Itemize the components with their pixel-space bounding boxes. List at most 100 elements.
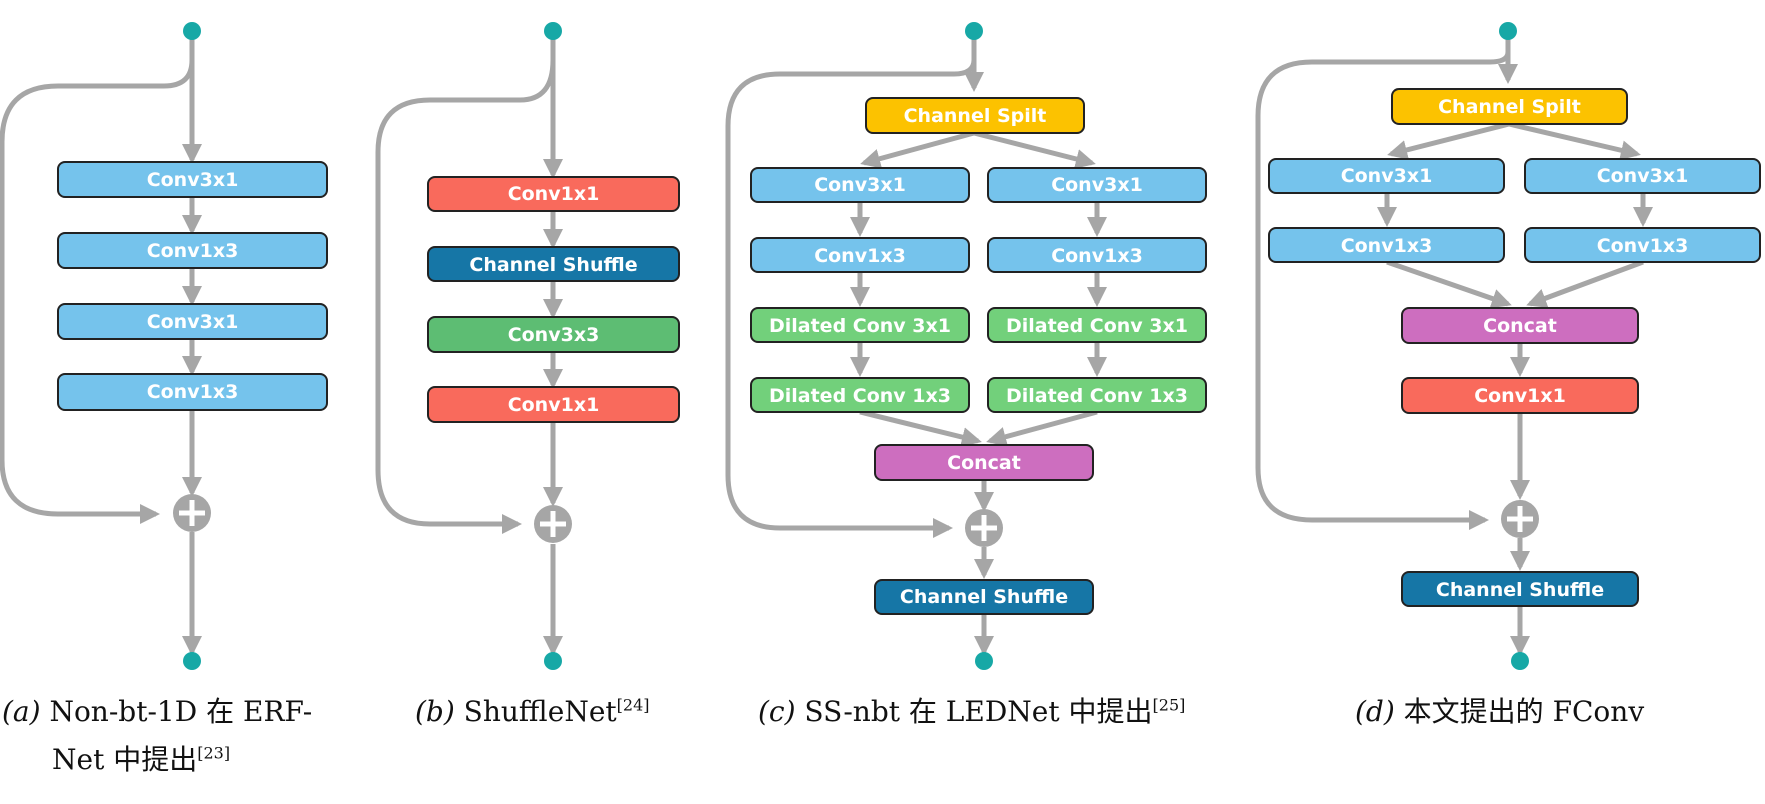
- caption-a-line1: (a) Non-bt-1D 在 ERF-: [2, 692, 312, 732]
- node-dilated-conv3x1-left: Dilated Conv 3x1: [750, 307, 970, 343]
- svg-text:Conv3x1: Conv3x1: [147, 169, 239, 191]
- reference: [25]: [1152, 695, 1186, 715]
- node-concat: Concat: [874, 444, 1094, 481]
- svg-text:Conv3x1: Conv3x1: [147, 311, 239, 333]
- svg-text:Conv1x3: Conv1x3: [147, 240, 239, 262]
- input-dot: [965, 22, 983, 40]
- svg-text:Dilated Conv 1x3: Dilated Conv 1x3: [1006, 385, 1188, 407]
- arrow: [859, 409, 982, 447]
- arrow: [860, 130, 975, 169]
- node-conv3x1-right: Conv3x1: [1524, 158, 1761, 194]
- node-conv1x1: Conv1x1: [427, 176, 680, 212]
- node-conv3x1: Conv3x1: [57, 303, 328, 340]
- node-conv1x3-right: Conv1x3: [987, 237, 1207, 273]
- node-conv1x3: Conv1x3: [57, 373, 328, 411]
- node-conv3x1-left: Conv3x1: [1268, 158, 1505, 194]
- caption-letter: (d): [1355, 695, 1395, 728]
- svg-text:Concat: Concat: [947, 452, 1021, 474]
- arrow: [986, 409, 1098, 447]
- caption-letter: (c): [758, 695, 796, 728]
- skip-connection: [725, 59, 977, 538]
- input-dot: [544, 22, 562, 40]
- svg-text:Conv1x1: Conv1x1: [508, 183, 600, 205]
- node-channel-shuffle: Channel Shuffle: [874, 579, 1094, 615]
- node-dilated-conv3x1-right: Dilated Conv 3x1: [987, 307, 1207, 343]
- svg-text:Conv3x3: Conv3x3: [508, 324, 600, 346]
- node-channel-shuffle: Channel Shuffle: [427, 246, 680, 282]
- node-channel-split: Channel Spilt: [1391, 88, 1628, 125]
- svg-text:Conv1x3: Conv1x3: [1597, 235, 1689, 257]
- svg-text:Conv1x3: Conv1x3: [1341, 235, 1433, 257]
- node-conv1x1: Conv1x1: [1401, 377, 1639, 414]
- caption-letter: (b): [415, 695, 455, 728]
- node-conv3x1: Conv3x1: [57, 161, 328, 198]
- arrow: [1508, 121, 1641, 161]
- svg-text:Channel Shuffle: Channel Shuffle: [900, 586, 1068, 608]
- arrow: [1387, 121, 1510, 160]
- caption-a: (a) Non-bt-1D 在 ERF- Net 中提出[23]: [2, 692, 312, 780]
- diagram-c: [725, 31, 1107, 656]
- output-dot: [1511, 652, 1529, 670]
- arrow: [1386, 259, 1512, 309]
- svg-text:Conv1x3: Conv1x3: [147, 381, 239, 403]
- node-conv3x1-left: Conv3x1: [750, 167, 970, 203]
- reference: [23]: [197, 743, 231, 763]
- svg-text:Conv1x1: Conv1x1: [1474, 385, 1566, 407]
- node-conv1x3-left: Conv1x3: [750, 237, 970, 273]
- add-operator: [534, 505, 572, 543]
- arrow: [973, 130, 1096, 169]
- diagram-a: [0, 31, 202, 656]
- caption-text: SS-nbt 在 LEDNet 中提出: [795, 695, 1153, 728]
- diagram-b: [375, 31, 563, 656]
- add-operator: [965, 509, 1003, 547]
- svg-text:Channel Spilt: Channel Spilt: [1438, 96, 1581, 118]
- skip-connection: [1255, 51, 1511, 530]
- input-dot: [1499, 22, 1517, 40]
- svg-text:Conv1x3: Conv1x3: [814, 245, 906, 267]
- node-conv1x3-left: Conv1x3: [1268, 227, 1505, 263]
- node-dilated-conv1x3-right: Dilated Conv 1x3: [987, 377, 1207, 413]
- input-dot: [183, 22, 201, 40]
- node-conv1x1: Conv1x1: [427, 386, 680, 423]
- svg-text:Channel Shuffle: Channel Shuffle: [1436, 579, 1604, 601]
- svg-text:Conv1x3: Conv1x3: [1051, 245, 1143, 267]
- caption-text: 本文提出的 FConv: [1394, 695, 1645, 728]
- diagram-d: [1255, 31, 1653, 656]
- caption-text: ShuffleNet: [454, 695, 617, 728]
- output-dot: [975, 652, 993, 670]
- caption-d: (d) 本文提出的 FConv: [1355, 692, 1644, 732]
- caption-b: (b) ShuffleNet[24]: [415, 692, 650, 732]
- caption-text: Net 中提出: [52, 743, 198, 776]
- add-operator: [1501, 500, 1539, 538]
- add-operator: [173, 494, 211, 532]
- node-dilated-conv1x3-left: Dilated Conv 1x3: [750, 377, 970, 413]
- svg-text:Dilated Conv 3x1: Dilated Conv 3x1: [769, 315, 951, 337]
- svg-text:Dilated Conv 3x1: Dilated Conv 3x1: [1006, 315, 1188, 337]
- svg-text:Channel Shuffle: Channel Shuffle: [469, 254, 637, 276]
- output-dot: [183, 652, 201, 670]
- node-conv3x3: Conv3x3: [427, 316, 680, 353]
- caption-text: Non-bt-1D 在 ERF-: [40, 695, 313, 728]
- skip-connection: [0, 59, 195, 524]
- arrow: [1526, 259, 1644, 308]
- node-conv1x3: Conv1x3: [57, 232, 328, 269]
- svg-text:Dilated Conv 1x3: Dilated Conv 1x3: [769, 385, 951, 407]
- skip-connection: [375, 59, 556, 534]
- output-dot: [544, 652, 562, 670]
- node-concat: Concat: [1401, 307, 1639, 344]
- caption-a-line2: Net 中提出[23]: [2, 740, 312, 780]
- svg-text:Conv1x1: Conv1x1: [508, 394, 600, 416]
- node-conv1x3-right: Conv1x3: [1524, 227, 1761, 263]
- svg-text:Conv3x1: Conv3x1: [1341, 165, 1433, 187]
- svg-text:Conv3x1: Conv3x1: [1051, 174, 1143, 196]
- node-channel-shuffle: Channel Shuffle: [1401, 571, 1639, 607]
- svg-text:Concat: Concat: [1483, 315, 1557, 337]
- svg-text:Conv3x1: Conv3x1: [814, 174, 906, 196]
- caption-letter: (a): [2, 695, 41, 728]
- caption-c: (c) SS-nbt 在 LEDNet 中提出[25]: [758, 692, 1185, 732]
- node-channel-split: Channel Spilt: [865, 97, 1085, 134]
- node-conv3x1-right: Conv3x1: [987, 167, 1207, 203]
- svg-text:Channel Spilt: Channel Spilt: [904, 105, 1047, 127]
- reference: [24]: [616, 695, 650, 715]
